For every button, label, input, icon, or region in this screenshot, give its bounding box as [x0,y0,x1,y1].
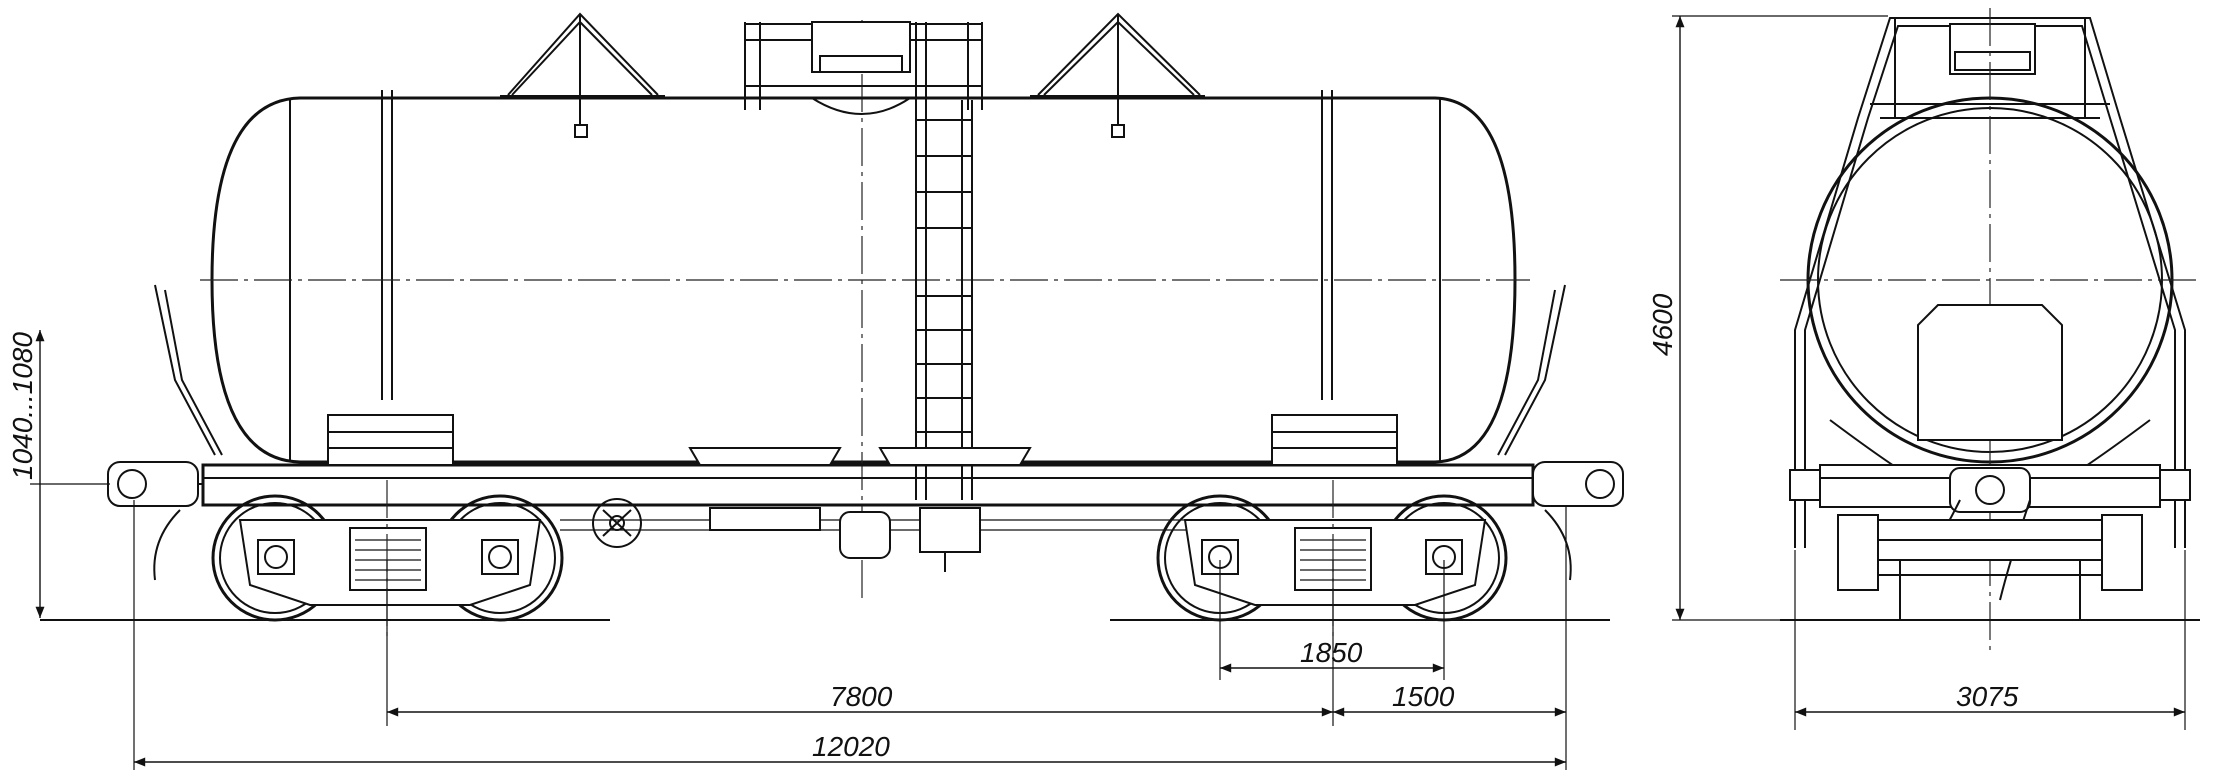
dim-bogie-wheelbase: 1850 [1300,637,1363,668]
dim-overall-length: 12020 [812,731,890,762]
side-dimensions: 1040...1080 1850 7800 1500 12020 [7,330,1567,770]
dim-overhang: 1500 [1392,681,1455,712]
tank-body [210,90,1517,464]
dim-overall-width: 3075 [1956,681,2019,712]
bogie-right [1156,480,1508,640]
top-platform [740,21,988,115]
side-view [40,12,1624,640]
top-supports [500,12,1205,138]
end-view [1780,8,2200,650]
dim-height-range: 1040...1080 [7,332,38,480]
dim-overall-height: 4600 [1647,293,1678,356]
underframe [107,284,1624,581]
bogie-left [211,480,564,640]
ladder [915,22,973,500]
end-dimensions: 4600 3075 [1647,15,2186,730]
dim-bogie-centers: 7800 [830,681,893,712]
